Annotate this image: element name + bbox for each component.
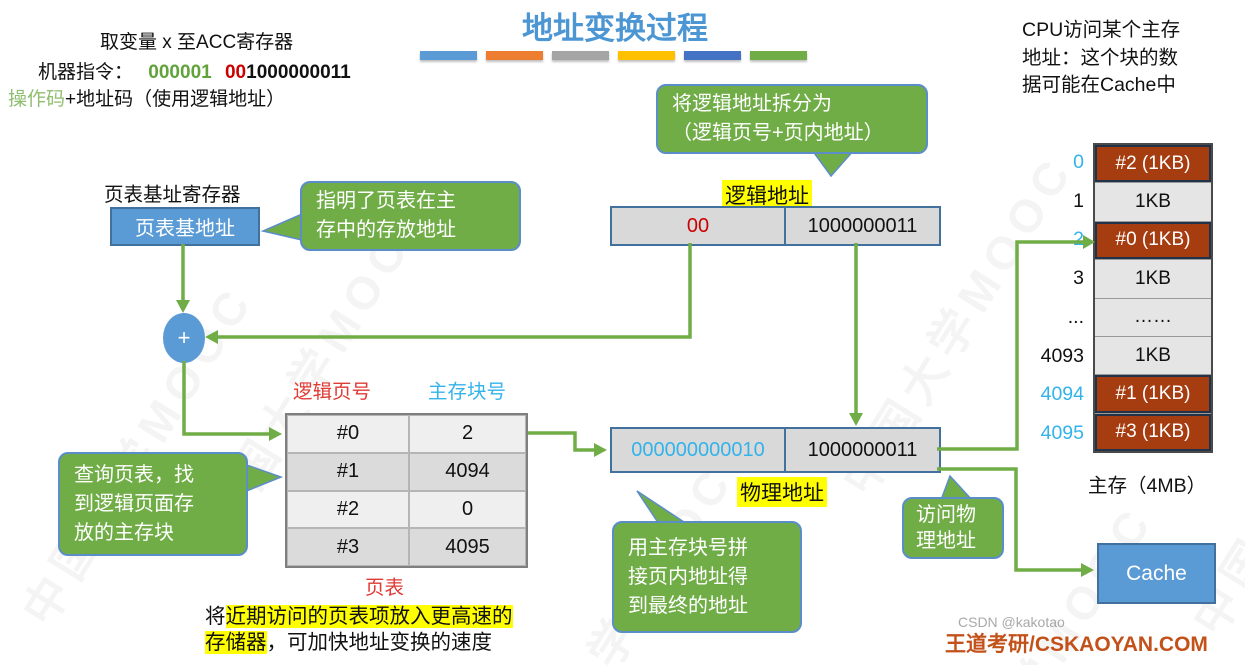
memory-row-label: 0 [1073, 150, 1084, 173]
page-table-caption: 页表 [365, 577, 405, 599]
bubble-access-physical: 访问物 理地址 [902, 497, 1004, 559]
memory-row-label: 4093 [1040, 344, 1084, 367]
page-table-col2-header: 主存块号 [428, 381, 507, 403]
cache-box: Cache [1097, 543, 1216, 604]
arrow-pagefield-to-adder [218, 243, 692, 339]
bubble-line: 理地址 [916, 530, 976, 552]
memory-row-label: 3 [1073, 267, 1084, 290]
cpu-access-note-line: 据可能在Cache中 [1022, 74, 1176, 96]
logical-offset-field: 1000000011 [784, 208, 939, 244]
bubble-line: 指明了页表在主 [316, 190, 456, 212]
physical-block-field: 000000000010 [631, 438, 765, 461]
memory-caption: 主存（4MB） [1088, 475, 1207, 497]
page-table-cell: 0 [409, 490, 526, 529]
offset-bits: 1000000011 [246, 62, 351, 83]
bubble-line: 访问物 [916, 504, 976, 526]
logical-address-label: 逻辑地址 [722, 180, 812, 210]
bubble-line: 放的主存块 [74, 521, 174, 544]
memory-cell: #1 (1KB) [1095, 375, 1211, 414]
page-table-cell: #1 [287, 452, 409, 491]
theme-bar-2 [486, 51, 543, 60]
bubble-base-address: 指明了页表在主 存中的存放地址 [300, 181, 521, 251]
memory-cell: 1KB [1095, 336, 1211, 376]
memory-row-label: ... [1067, 305, 1084, 328]
csdn-watermark: CSDN @kakotao [958, 614, 1065, 630]
note-highlight: 存储器 [205, 631, 267, 654]
memory-cell: 1KB [1095, 260, 1211, 299]
memory-row-label: 4094 [1040, 383, 1084, 406]
memory-cell: 1KB [1095, 183, 1211, 222]
page-table-cell: 2 [409, 415, 526, 453]
machine-instruction-line: 机器指令： 000001 001000000011 [38, 57, 351, 84]
memory-cell: …… [1095, 298, 1211, 337]
memory-row-labels: 0 1 2 3 ... 4093 4094 4095 [1000, 143, 1084, 453]
page-table-cell: 4094 [409, 452, 526, 491]
note-plain: 将 [205, 605, 226, 628]
cpu-access-note: CPU访问某个主存 地址：这个块的数 据可能在Cache中 [1022, 17, 1180, 100]
bubble-line: 接页内地址得 [628, 565, 748, 588]
physical-address-label: 物理地址 [737, 477, 827, 507]
bubble-tail [260, 212, 303, 241]
cpu-access-note-line: 地址：这个块的数 [1022, 46, 1179, 69]
page-title: 地址变换过程 [522, 11, 708, 46]
page-table-cell: #0 [287, 415, 409, 453]
bubble-line: 查询页表，找 [74, 463, 194, 486]
logical-page-field: 00 [686, 214, 710, 237]
bubble-concat-address: 用主存块号拼 接页内地址得 到最终的地址 [612, 521, 802, 633]
memory-row-label: 2 [1073, 228, 1084, 251]
logical-address-box: 00 1000000011 [610, 206, 941, 246]
page-table-cell: 4095 [409, 528, 526, 566]
note-highlight: 近期访问的页表项放入更高速的 [225, 605, 513, 628]
memory-cell: #3 (1KB) [1095, 413, 1211, 451]
addresscode-word: +地址码（使用逻辑地址） [65, 89, 286, 110]
tlb-note: 将近期访问的页表项放入更高速的 存储器，可加快地址变换的速度 [205, 604, 513, 656]
opcode-addresscode-line: 操作码+地址码（使用逻辑地址） [8, 84, 285, 111]
bubble-split-address: 将逻辑地址拆分为 （逻辑页号+页内地址） [656, 84, 928, 154]
opcode-bits: 000001 [148, 62, 212, 83]
page-table-cell: #2 [287, 490, 409, 529]
ptr-register-box: 页表基地址 [110, 207, 260, 246]
ptr-register-label: 页表基址寄存器 [104, 184, 241, 206]
main-memory-table: #2 (1KB) 1KB #0 (1KB) 1KB …… 1KB #1 (1KB… [1093, 143, 1213, 453]
bubble-query-table: 查询页表，找 到逻辑页面存 放的主存块 [58, 452, 248, 556]
memory-row-label: 4095 [1040, 422, 1084, 445]
arrowhead [594, 443, 607, 457]
cpu-access-note-line: CPU访问某个主存 [1022, 19, 1181, 41]
opcode-word: 操作码 [8, 89, 66, 110]
instruction-caption: 取变量 x 至ACC寄存器 [100, 32, 294, 53]
adder-circle: + [163, 313, 205, 363]
theme-bar-1 [420, 51, 477, 60]
bubble-line: 到最终的地址 [628, 594, 748, 617]
bubble-line: 存中的存放地址 [316, 219, 456, 241]
tlb-note-line: 将近期访问的页表项放入更高速的 [205, 604, 513, 630]
page-table: #0 2 #1 4094 #2 0 #3 4095 [285, 413, 528, 568]
arrow-pagetable-to-physical [528, 431, 595, 452]
memory-cell: #0 (1KB) [1095, 221, 1211, 261]
page-number-bits: 00 [224, 62, 247, 83]
bubble-line: 将逻辑地址拆分为 [672, 93, 832, 115]
physical-address-box: 000000000010 1000000011 [610, 427, 941, 473]
note-plain: ，可加快地址变换的速度 [266, 631, 493, 654]
memory-cell: #2 (1KB) [1095, 145, 1211, 184]
page-table-col1-header: 逻辑页号 [293, 381, 372, 403]
tlb-note-line: 存储器，可加快地址变换的速度 [205, 630, 513, 656]
theme-bar-4 [618, 51, 675, 60]
brand-footer: 王道考研/CSKAOYAN.COM [945, 633, 1208, 656]
bubble-line: （逻辑页号+页内地址） [672, 122, 884, 144]
machine-instruction-label: 机器指令： [38, 62, 134, 83]
page-table-cell: #3 [287, 528, 409, 566]
bubble-line: 用主存块号拼 [628, 536, 748, 559]
physical-offset-field: 1000000011 [784, 429, 939, 471]
memory-row-label: 1 [1073, 189, 1084, 212]
bubble-line: 到逻辑页面存 [74, 492, 194, 515]
theme-bar-3 [552, 51, 609, 60]
theme-bar-5 [684, 51, 741, 60]
theme-bar-6 [750, 51, 807, 60]
